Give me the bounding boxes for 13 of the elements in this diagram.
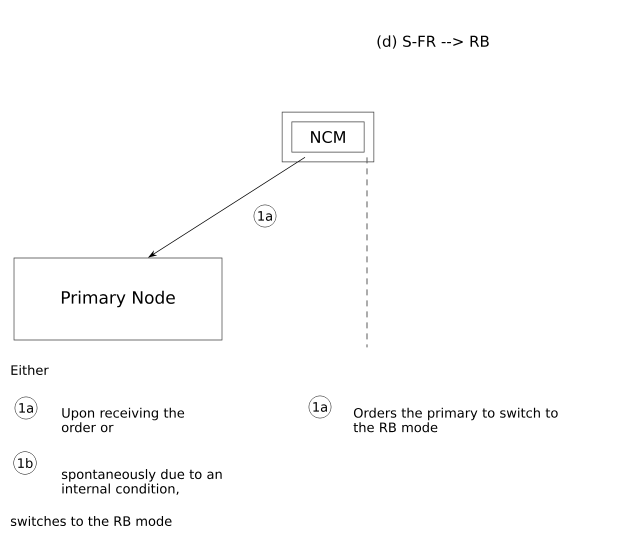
- lifeline: [366, 156, 368, 348]
- title: (d) S-FR --> RB: [377, 35, 489, 49]
- double-bordered-box: NCM: [282, 112, 374, 162]
- callout-number: 1a: [14, 396, 38, 420]
- note-text: Either: [11, 364, 49, 376]
- callout-number: 1a: [308, 396, 332, 418]
- callout-number: 1b: [13, 451, 37, 475]
- note-text: switches to the RB mode: [10, 516, 172, 526]
- note-text: Orders the primary to switch to the RB mode: [354, 408, 558, 432]
- process-box: Primary Node: [14, 258, 222, 340]
- note-text: spontaneously due to an internal condition,: [62, 469, 222, 495]
- callout-number: 1a: [254, 204, 276, 228]
- note-text: Upon receiving the order or: [62, 408, 184, 432]
